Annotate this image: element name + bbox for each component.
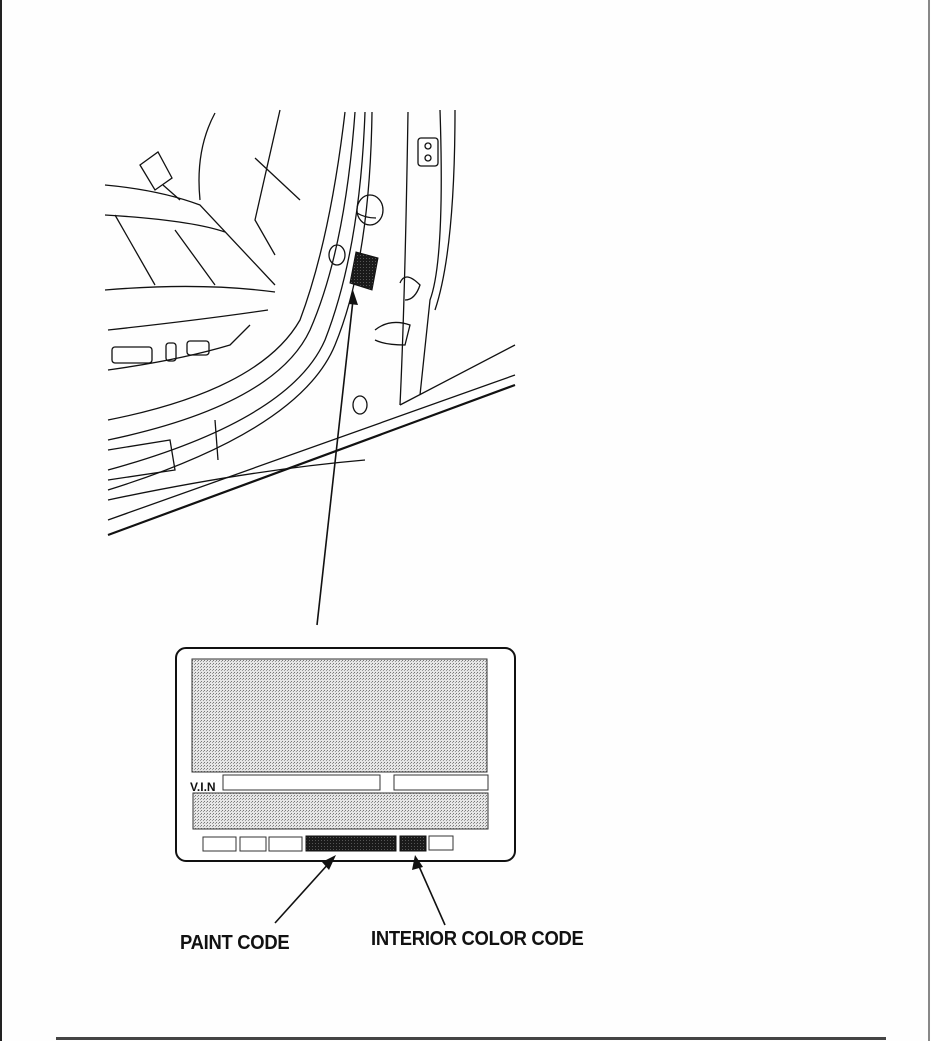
paint-code-label: PAINT CODE [180, 932, 290, 954]
page-border-right [928, 0, 930, 1041]
bottom-rule [56, 1037, 886, 1040]
vin-label: V.I.N [190, 780, 216, 794]
page-border-left [0, 0, 2, 1041]
interior-color-code-label: INTERIOR COLOR CODE [371, 928, 584, 950]
